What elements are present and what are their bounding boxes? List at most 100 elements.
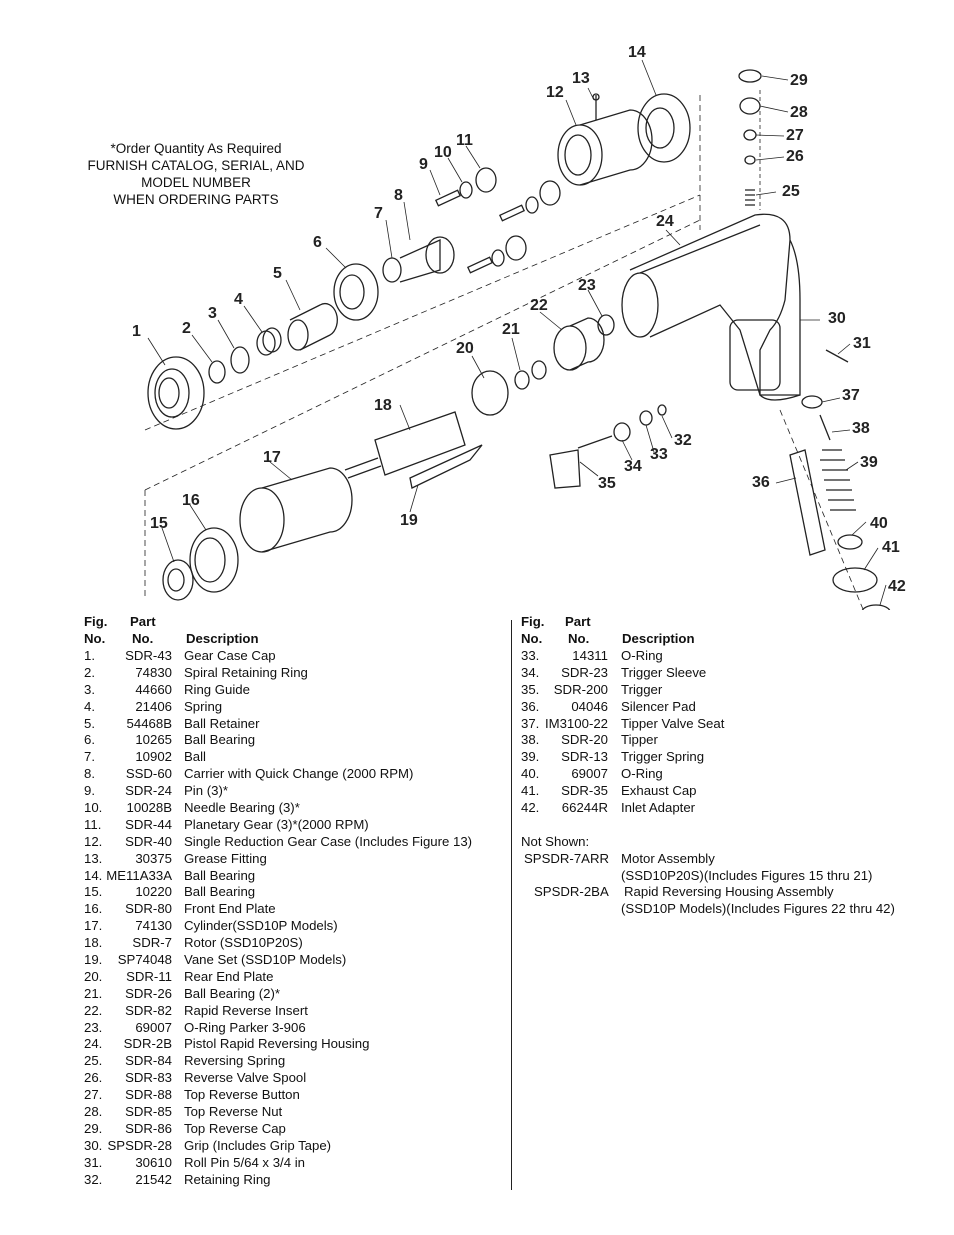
cell-part: 21406	[135, 698, 172, 714]
front-end-plate-part	[162, 527, 239, 601]
cell-fig: 29.	[84, 1120, 103, 1136]
callout-37: 37	[842, 387, 860, 404]
header-no: No.	[521, 631, 543, 646]
not-shown-desc: Motor Assembly	[621, 850, 715, 866]
cell-part: SSD-60	[125, 766, 172, 782]
header-fig: Fig.	[521, 614, 545, 629]
carrier-part	[382, 236, 455, 283]
header-description: Description	[622, 631, 695, 646]
cell-fig: 36.	[521, 698, 540, 714]
callout-30: 30	[828, 310, 846, 327]
cell-desc: Cylinder(SSD10P Models)	[184, 918, 338, 934]
callout-12: 12	[546, 84, 564, 101]
cell-fig: 3.	[84, 681, 95, 697]
cell-part: 10028B	[126, 800, 172, 816]
callout-14: 14	[628, 44, 646, 61]
header-part: Part	[565, 614, 591, 629]
exploded-view-diagram: 1 2 3 4 5 6 7 8 9 10 11 12 13 14 15 16 1…	[132, 44, 906, 610]
callout-29: 29	[790, 72, 808, 89]
cell-fig: 13.	[84, 850, 103, 866]
callout-26: 26	[786, 148, 804, 165]
cell-desc: Exhaust Cap	[621, 783, 697, 799]
cell-fig: 11.	[84, 816, 102, 832]
exhaust-cap-part	[832, 567, 878, 593]
callout-36: 36	[752, 474, 770, 491]
spring-part	[256, 327, 282, 356]
not-shown-part: SPSDR-7ARR	[524, 850, 610, 866]
cell-fig: 10.	[84, 800, 103, 816]
cell-desc: Silencer Pad	[621, 698, 696, 714]
cell-part: 04046	[571, 698, 608, 714]
vane-set-part	[409, 444, 483, 489]
cell-part: 69007	[571, 766, 608, 782]
cell-part: 54468B	[126, 715, 172, 731]
cell-part: 69007	[135, 1019, 172, 1035]
cell-fig: 5.	[84, 715, 95, 731]
cell-fig: 32.	[84, 1171, 103, 1187]
callout-13: 13	[572, 70, 590, 87]
cell-desc: Ring Guide	[184, 681, 250, 697]
callout-28: 28	[790, 104, 808, 121]
cell-part: IM3100-22	[544, 715, 608, 731]
cell-desc: Ball	[184, 749, 206, 765]
rapid-reverse-insert-part	[553, 317, 605, 371]
cell-fig: 21.	[84, 985, 103, 1001]
gear-case-part	[557, 109, 653, 186]
cell-fig: 14.	[84, 867, 103, 883]
callout-24: 24	[656, 213, 674, 230]
roll-pin-part	[825, 349, 849, 363]
callout-16: 16	[182, 492, 200, 509]
cell-fig: 37.	[521, 715, 540, 731]
cell-part: 30375	[135, 850, 172, 866]
cell-desc: Gear Case Cap	[184, 648, 276, 663]
cell-desc: Spiral Retaining Ring	[184, 664, 308, 680]
cell-part: SDR-7	[132, 935, 172, 951]
cell-part: 14311	[572, 648, 608, 663]
callout-19: 19	[400, 512, 418, 529]
cell-fig: 7.	[84, 749, 95, 765]
cell-desc: Ball Bearing	[184, 884, 256, 900]
callout-27: 27	[786, 127, 804, 144]
cell-part: 10220	[135, 884, 172, 900]
cell-fig: 30.	[84, 1137, 103, 1153]
cell-desc: Top Reverse Nut	[184, 1104, 283, 1120]
trigger-assembly-part	[549, 404, 667, 489]
cell-fig: 25.	[84, 1053, 103, 1069]
cell-fig: 22.	[84, 1002, 103, 1018]
cell-fig: 28.	[84, 1104, 103, 1120]
ball-bearing-part-14	[637, 93, 691, 163]
cell-fig: 41.	[521, 783, 540, 799]
header-part-no: No.	[132, 631, 154, 646]
planetary-gear-set	[434, 167, 561, 274]
cell-part: SPSDR-28	[107, 1137, 173, 1153]
callout-8: 8	[394, 187, 403, 204]
cell-fig: 8.	[84, 766, 95, 782]
cell-part: SDR-83	[125, 1070, 172, 1086]
table-row: 14.ME11A33A Ball Bearing	[84, 868, 504, 885]
cell-fig: 2.	[84, 664, 95, 680]
cell-desc: O-Ring	[621, 766, 663, 782]
cell-part: ME11A33A	[106, 867, 172, 883]
callout-38: 38	[852, 420, 870, 437]
cell-desc: Ball Bearing	[184, 867, 256, 883]
cell-fig: 35.	[521, 681, 540, 697]
table-header: Fig. No. Part No. Description	[84, 614, 504, 648]
